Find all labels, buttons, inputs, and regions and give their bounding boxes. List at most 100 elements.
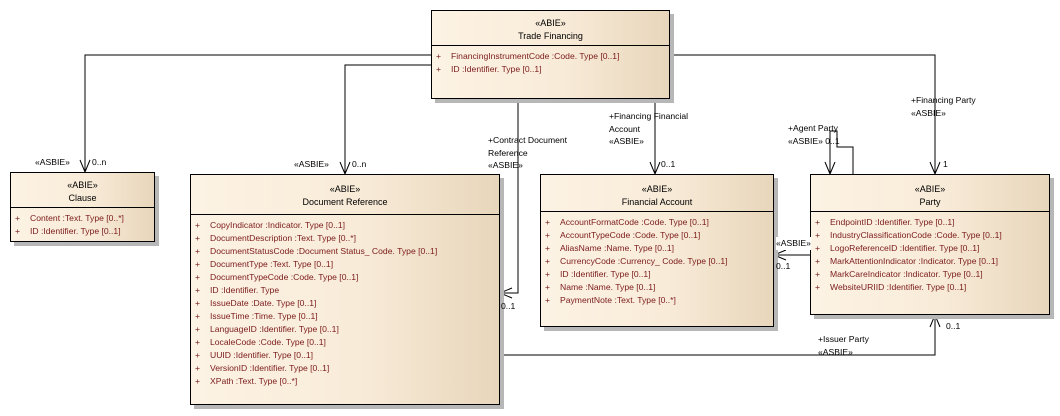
attribute-list: +Content :Text. Type [0..*] +ID :Identif… xyxy=(11,208,154,238)
attribute-row[interactable]: +FinancingInstrumentCode :Code. Type [0.… xyxy=(436,51,620,61)
attribute-text: IssueTime :Time. Type [0..1] xyxy=(210,311,318,321)
attribute-row[interactable]: +CopyIndicator :Indicator. Type [0..1] xyxy=(195,220,346,230)
attribute-row[interactable]: +WebsiteURIID :Identifier. Type [0..1] xyxy=(815,282,967,292)
attribute-text: VersionID :Identifier. Type [0..1] xyxy=(210,363,330,373)
arrowhead-icon xyxy=(498,287,513,299)
association-label-clause-multiplicity: 0..n xyxy=(92,157,107,167)
association-label-financing-party-role: +Financing Party «ASBIE» xyxy=(911,95,976,118)
attribute-text: DocumentDescription :Text. Type [0..*] xyxy=(210,233,357,243)
attribute-row[interactable]: +AccountTypeCode :Code. Type [0..1] xyxy=(545,230,701,240)
attribute-text: IndustryClassificationCode :Code. Type [… xyxy=(830,230,1002,240)
attribute-row[interactable]: +XPath :Text. Type [0..*] xyxy=(195,376,298,386)
attribute-text: PaymentNote :Text. Type [0..*] xyxy=(560,295,676,305)
attribute-row[interactable]: +LocaleCode :Code. Type [0..1] xyxy=(195,337,326,347)
association-label-issuer-party-role: +Issuer Party «ASBIE» xyxy=(818,334,869,357)
class-financial-account[interactable]: «ABIE» Financial Account +AccountFormatC… xyxy=(540,174,774,327)
attribute-row[interactable]: +ID :Identifier. Type [0..1] xyxy=(545,269,651,279)
attribute-text: XPath :Text. Type [0..*] xyxy=(210,376,298,386)
attribute-row[interactable]: +DocumentDescription :Text. Type [0..*] xyxy=(195,233,357,243)
association-line-clause[interactable] xyxy=(84,54,432,172)
attribute-list: +CopyIndicator :Indicator. Type [0..1] +… xyxy=(191,215,499,388)
attribute-row[interactable]: +DocumentTypeCode :Code. Type [0..1] xyxy=(195,272,359,282)
attribute-text: AliasName :Name. Type [0..1] xyxy=(560,243,674,253)
attribute-row[interactable]: +PaymentNote :Text. Type [0..*] xyxy=(545,295,676,305)
attribute-row[interactable]: +ID :Identifier. Type [0..1] xyxy=(15,226,121,236)
class-document-reference[interactable]: «ABIE» Document Reference +CopyIndicator… xyxy=(190,174,500,405)
attribute-row[interactable]: +DocumentStatusCode :Document Status_ Co… xyxy=(195,246,438,256)
attribute-text: DocumentStatusCode :Document Status_ Cod… xyxy=(210,246,438,256)
attribute-row[interactable]: +AccountFormatCode :Code. Type [0..1] xyxy=(545,217,709,227)
class-header: «ABIE» Document Reference xyxy=(191,175,499,215)
attribute-text: LogoReferenceID :Identifier. Type [0..1] xyxy=(830,243,980,253)
attribute-text: UUID :Identifier. Type [0..1] xyxy=(210,350,314,360)
attribute-row[interactable]: +ID :Identifier. Type xyxy=(195,285,280,295)
arrowhead-icon xyxy=(929,313,941,328)
attribute-text: DocumentTypeCode :Code. Type [0..1] xyxy=(210,272,359,282)
attribute-text: CopyIndicator :Indicator. Type [0..1] xyxy=(210,220,346,230)
association-label-document-reference-role: «ASBIE» xyxy=(294,159,329,169)
class-trade-financing[interactable]: «ABIE» Trade Financing +FinancingInstrum… xyxy=(431,10,670,99)
class-clause[interactable]: «ABIE» Clause +Content :Text. Type [0..*… xyxy=(10,172,155,242)
class-name: Financial Account xyxy=(621,197,693,207)
attribute-text: MarkAttentionIndicator :Indicator. Type … xyxy=(830,256,998,266)
class-stereotype: «ABIE» xyxy=(67,180,98,190)
attribute-row[interactable]: +ID :Identifier. Type [0..1] xyxy=(436,64,542,74)
attribute-text: IssueDate :Date. Type [0..1] xyxy=(210,298,317,308)
class-party[interactable]: «ABIE» Party +EndpointID :Identifier. Ty… xyxy=(810,174,1050,315)
attribute-row[interactable]: +EndpointID :Identifier. Type [0..1] xyxy=(815,217,955,227)
attribute-row[interactable]: +IndustryClassificationCode :Code. Type … xyxy=(815,230,1002,240)
class-header: «ABIE» Party xyxy=(811,175,1049,212)
attribute-text: CurrencyCode :Currency_ Code. Type [0..1… xyxy=(560,256,728,266)
association-line-agent-party[interactable] xyxy=(829,130,854,174)
attribute-row[interactable]: +UUID :Identifier. Type [0..1] xyxy=(195,350,314,360)
attribute-text: LanguageID :Identifier. Type [0..1] xyxy=(210,324,339,334)
attribute-text: AccountFormatCode :Code. Type [0..1] xyxy=(560,217,709,227)
association-label-party-financial-account-role: «ASBIE» xyxy=(776,237,811,250)
attribute-row[interactable]: +VersionID :Identifier. Type [0..1] xyxy=(195,363,330,373)
attribute-text: FinancingInstrumentCode :Code. Type [0..… xyxy=(451,51,620,61)
attribute-row[interactable]: +DocumentType :Text. Type [0..1] xyxy=(195,259,334,269)
association-line-issuer-party[interactable] xyxy=(500,315,936,356)
attribute-list: +FinancingInstrumentCode :Code. Type [0.… xyxy=(432,46,669,76)
association-line-financing-party[interactable] xyxy=(669,54,936,174)
association-line-contract-document-reference[interactable] xyxy=(500,98,519,294)
attribute-row[interactable]: +LogoReferenceID :Identifier. Type [0..1… xyxy=(815,243,980,253)
attribute-text: LocaleCode :Code. Type [0..1] xyxy=(210,337,326,347)
arrowhead-icon xyxy=(772,249,787,261)
association-label-contract-document-reference-multiplicity: 0..1 xyxy=(501,301,516,311)
association-label-financing-party-multiplicity: 1 xyxy=(943,159,948,169)
class-stereotype: «ABIE» xyxy=(641,184,673,194)
attribute-text: EndpointID :Identifier. Type [0..1] xyxy=(830,217,955,227)
class-name: Party xyxy=(919,197,941,207)
attribute-text: AccountTypeCode :Code. Type [0..1] xyxy=(560,230,701,240)
attribute-text: MarkCareIndicator :Indicator. Type [0..1… xyxy=(830,269,983,279)
association-label-agent-party-role: +Agent Party «ASBIE» 0..1 xyxy=(788,123,840,146)
attribute-list: +AccountFormatCode :Code. Type [0..1] +A… xyxy=(541,212,773,307)
attribute-text: WebsiteURIID :Identifier. Type [0..1] xyxy=(830,282,967,292)
attribute-text: DocumentType :Text. Type [0..1] xyxy=(210,259,334,269)
class-header: «ABIE» Clause xyxy=(11,173,154,208)
attribute-list: +EndpointID :Identifier. Type [0..1] +In… xyxy=(811,212,1049,294)
attribute-row[interactable]: +MarkAttentionIndicator :Indicator. Type… xyxy=(815,256,998,266)
attribute-text: ID :Identifier. Type [0..1] xyxy=(30,226,121,236)
class-name: Document Reference xyxy=(302,197,388,207)
class-stereotype: «ABIE» xyxy=(329,184,361,194)
attribute-row[interactable]: +IssueDate :Date. Type [0..1] xyxy=(195,298,317,308)
class-header: «ABIE» Trade Financing xyxy=(432,11,669,46)
attribute-row[interactable]: +LanguageID :Identifier. Type [0..1] xyxy=(195,324,339,334)
association-label-contract-document-reference-role: +Contract Document Reference «ASBIE» xyxy=(488,135,568,170)
attribute-row[interactable]: +Content :Text. Type [0..*] xyxy=(15,213,124,223)
class-name: Trade Financing xyxy=(518,31,583,41)
attribute-row[interactable]: +AliasName :Name. Type [0..1] xyxy=(545,243,674,253)
attribute-text: Content :Text. Type [0..*] xyxy=(30,213,124,223)
attribute-row[interactable]: +MarkCareIndicator :Indicator. Type [0..… xyxy=(815,269,983,279)
association-line-document-reference[interactable] xyxy=(344,64,432,174)
attribute-row[interactable]: +CurrencyCode :Currency_ Code. Type [0..… xyxy=(545,256,728,266)
attribute-row[interactable]: +Name :Name. Type [0..1] xyxy=(545,282,656,292)
attribute-row[interactable]: +IssueTime :Time. Type [0..1] xyxy=(195,311,318,321)
association-label-party-financial-account-multiplicity: 0..1 xyxy=(776,261,791,271)
association-label-document-reference-multiplicity: 0..n xyxy=(352,159,367,169)
association-label-issuer-party-multiplicity: 0..1 xyxy=(946,321,961,331)
attribute-text: ID :Identifier. Type [0..1] xyxy=(560,269,651,279)
